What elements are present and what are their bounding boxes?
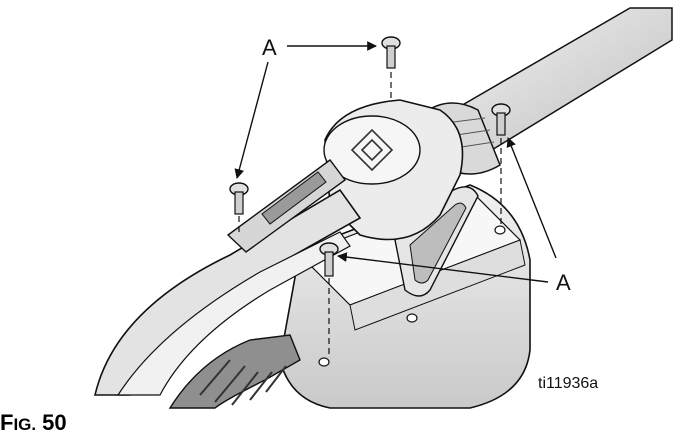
caption-prefix-large: F [0,410,13,435]
arrow-to-center-screw [337,252,549,283]
arrow-to-left-screw [234,61,269,179]
handle [93,159,362,396]
callout-label-a-right: A [556,270,571,295]
swivel-cap [323,99,464,241]
caption-prefix-small: IG. [13,415,36,434]
screw-right [491,103,511,225]
callout-arrows [234,41,557,283]
screw-left [229,182,249,234]
logo-icon [350,128,394,172]
figure-caption: FIG. 50 [0,410,67,435]
nozzle [168,334,301,409]
caption-number: 50 [42,410,66,435]
arrow-to-right-screw [506,137,557,259]
callout-label-a-top: A [262,35,277,60]
reference-id: ti11936a [538,375,598,392]
screw-top [381,36,401,102]
screw-center [319,242,339,356]
